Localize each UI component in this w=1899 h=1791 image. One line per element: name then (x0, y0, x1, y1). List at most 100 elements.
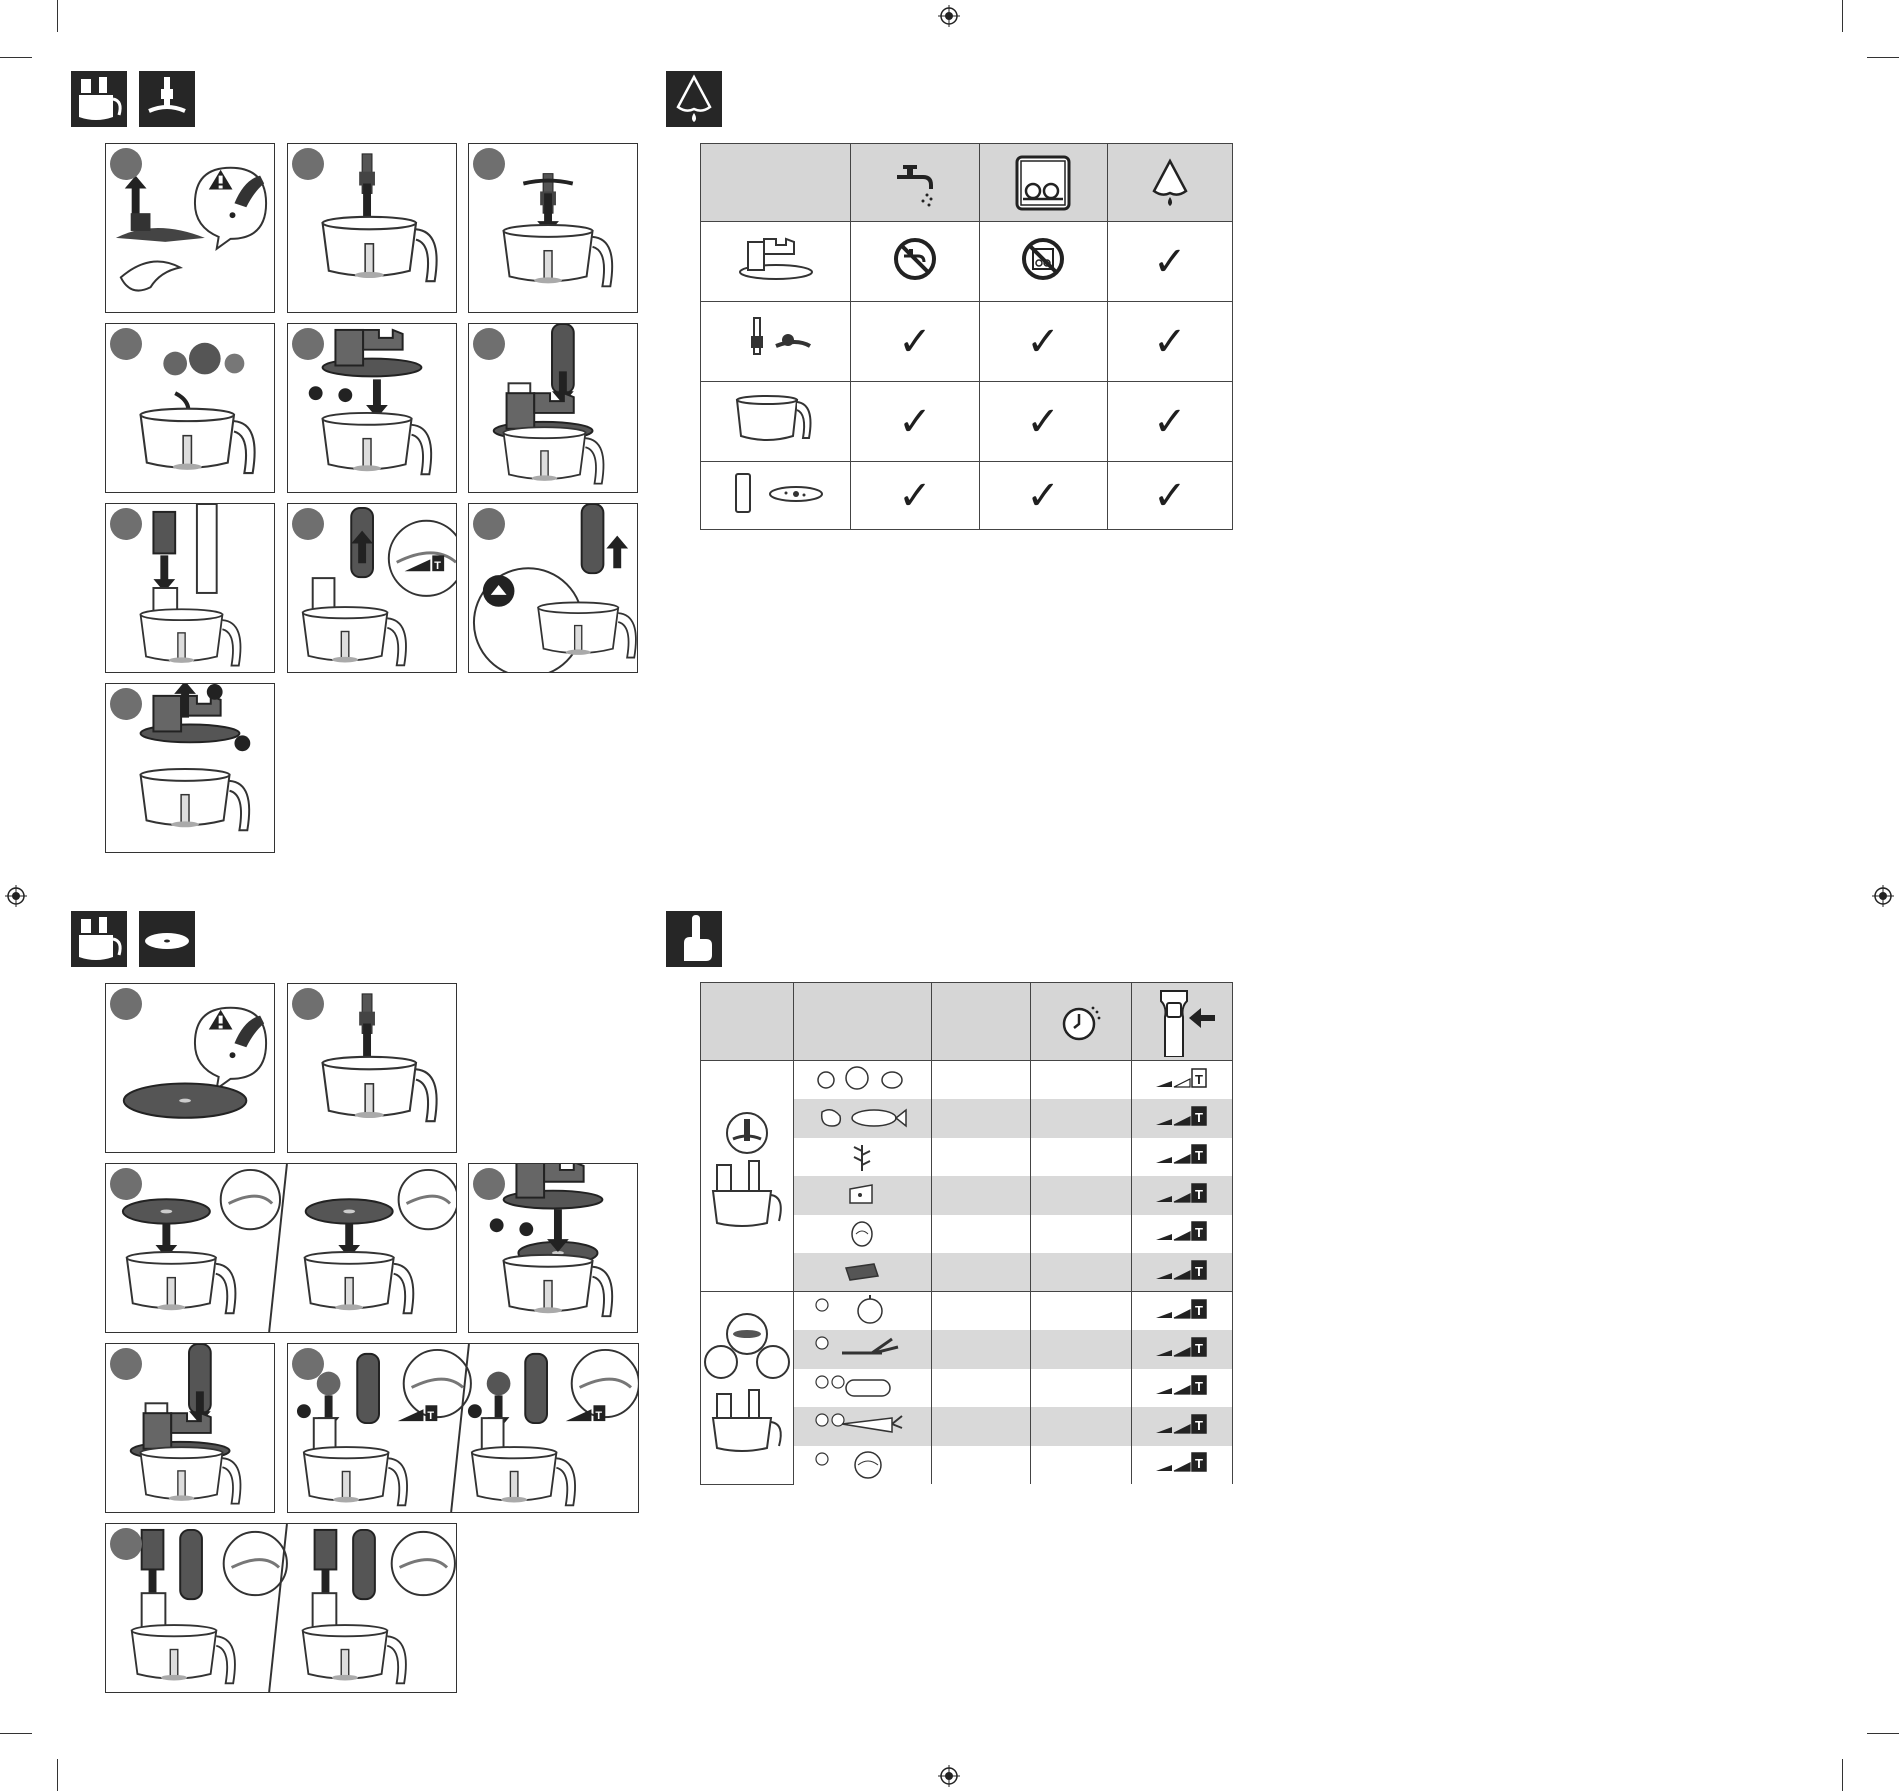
tap-cell: ✓ (850, 381, 980, 462)
cloth-cell: ✓ (1106, 221, 1234, 302)
header-cell-tap (850, 143, 980, 222)
cleaning-row: ✓ (699, 221, 1234, 302)
speed-cell: T (1131, 1253, 1233, 1292)
chopper-step-illustration (308, 328, 433, 476)
chopper-step-panel (105, 683, 275, 853)
step-number-badge (292, 988, 324, 1020)
speed-indicator-icon: T (1156, 1452, 1207, 1472)
tips-row: T (701, 1099, 1233, 1138)
disc-step-illustration (321, 993, 438, 1123)
tap-cell: ✓ (850, 461, 980, 530)
onion-icon (815, 1295, 884, 1324)
cloth-cell: ✓ (1106, 301, 1234, 382)
chopper-step-panel (468, 143, 638, 313)
food-cell (792, 1253, 932, 1292)
disc-step-illustration (121, 1164, 456, 1332)
food-cell (792, 1407, 932, 1446)
step-number-badge (473, 328, 505, 360)
tap-cell (850, 221, 980, 302)
header-cell-empty (699, 143, 852, 222)
dishwasher-cell: ✓ (978, 301, 1108, 382)
check-mark: ✓ (898, 398, 932, 445)
chopper-blade-icon (139, 71, 195, 127)
quantity-cell (930, 1291, 1032, 1330)
disc-step-illustration (130, 1524, 456, 1692)
tips-row: T (701, 1137, 1233, 1176)
speed-button-icon (1160, 989, 1216, 1057)
disc-step-panel (105, 1523, 457, 1693)
cloth-cell: ✓ (1106, 461, 1234, 530)
speed-cell: T (1131, 1137, 1233, 1176)
quantity-cell (930, 1330, 1032, 1369)
speed-indicator-icon: T (1156, 1144, 1207, 1164)
speed-indicator-icon: T (1156, 1221, 1207, 1241)
food-cell (792, 1368, 932, 1407)
dishwasher-icon (1015, 155, 1071, 210)
registration-mark-icon (5, 885, 27, 907)
quantity-cell (930, 1407, 1032, 1446)
svg-text:T: T (427, 1410, 434, 1422)
chopper-step-panel (105, 503, 275, 673)
accessory-cell (700, 1291, 794, 1485)
tap-cell: ✓ (850, 301, 980, 382)
speed-cell: T (1131, 1099, 1233, 1138)
lid-icon (738, 237, 813, 280)
speed-cell: T (1131, 1214, 1233, 1253)
nuts-icon (851, 1221, 874, 1247)
svg-text:T: T (1195, 1341, 1203, 1356)
chopper-step-illustration (115, 166, 268, 292)
speed-indicator-icon: T (1156, 1414, 1207, 1434)
time-cell (1030, 1099, 1133, 1138)
part-cell (699, 461, 852, 530)
cloth-cell: ✓ (1106, 381, 1234, 462)
tips-row: T (701, 1330, 1233, 1369)
check-mark: ✓ (898, 318, 932, 365)
meat-fish-icon (821, 1108, 908, 1128)
quantity-cell (930, 1176, 1032, 1215)
crop-mark (0, 1733, 32, 1734)
quantity-cell (930, 1368, 1032, 1407)
registration-mark-icon (938, 5, 960, 27)
tips-row: T (700, 1060, 1233, 1292)
chopper-step-panel (287, 143, 457, 313)
chopper-step-panel (468, 503, 638, 673)
dishwasher-cell (978, 221, 1108, 302)
speed-indicator-icon: T (1156, 1067, 1207, 1088)
disc-step-illustration (129, 1344, 242, 1505)
speed-indicator-icon: T (1156, 1259, 1207, 1280)
crop-mark (57, 1759, 58, 1791)
step-number-badge (473, 1168, 505, 1200)
tips-row: T (701, 1253, 1233, 1292)
disc-step-panel (105, 983, 275, 1153)
header-cell-dishwasher (978, 143, 1108, 222)
chopper-step-panel: T (287, 503, 457, 673)
no-dishwasher-icon (1022, 238, 1065, 280)
chopper-step-panel (468, 323, 638, 493)
time-cell (1030, 1368, 1133, 1407)
tips-row: T (701, 1176, 1233, 1215)
step-number-badge (110, 988, 142, 1020)
tips-row: T (701, 1445, 1233, 1484)
header-cell-accessory (700, 982, 794, 1061)
chopper-step-illustration (139, 504, 242, 667)
disc-step-panel (287, 983, 457, 1153)
speed-indicator-icon: T (1156, 1375, 1207, 1395)
speed-cell: T (1131, 1330, 1233, 1369)
check-mark: ✓ (1153, 318, 1187, 365)
speed-cell: T (1131, 1407, 1233, 1446)
jug-with-motor-icon (71, 911, 127, 967)
svg-text:T: T (1195, 1110, 1203, 1125)
check-mark: ✓ (1153, 472, 1187, 519)
registration-mark-icon (1872, 885, 1894, 907)
speed-cell: T (1131, 1445, 1233, 1484)
svg-text:T: T (1195, 1456, 1203, 1471)
svg-text:T: T (1195, 1072, 1203, 1087)
step-number-badge (292, 328, 324, 360)
check-mark: ✓ (1153, 238, 1187, 285)
herbs-icon (853, 1144, 871, 1171)
speed-indicator-icon: T (1156, 1106, 1207, 1126)
crop-mark (1842, 1759, 1843, 1791)
tips-row: T (701, 1407, 1233, 1446)
quantity-cell (930, 1445, 1032, 1484)
